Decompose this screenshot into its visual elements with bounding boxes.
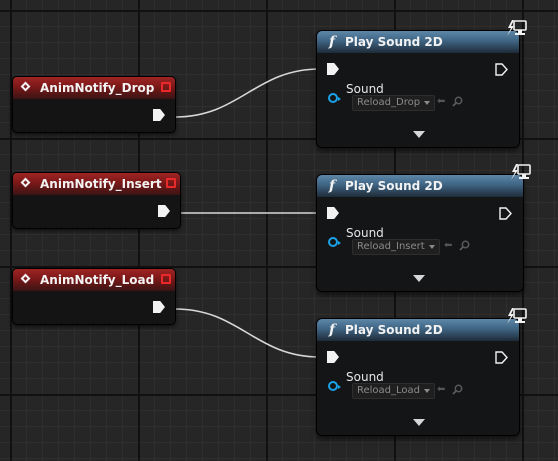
sound-asset-value: Reload_Drop [357,97,421,108]
delegate-pin-icon[interactable] [166,178,176,188]
use-selected-asset-icon[interactable]: ⬅ [444,240,453,251]
event-node-anim-notify-load[interactable]: AnimNotify_Load [12,268,176,325]
use-selected-asset-icon[interactable]: ⬅ [437,96,446,107]
browse-asset-icon[interactable] [452,96,463,107]
exec-output-pin[interactable] [495,63,508,76]
browse-asset-icon[interactable] [459,240,470,251]
advanced-display-toggle-icon[interactable] [413,419,425,426]
event-node-header[interactable]: AnimNotify_Insert [13,173,180,195]
exec-output-pin[interactable] [153,301,165,313]
exec-input-pin[interactable] [327,63,339,75]
sound-asset-value: Reload_Insert [357,241,425,252]
exec-input-pin[interactable] [327,351,339,363]
chevron-down-icon [424,389,431,393]
sound-asset-dropdown[interactable]: Reload_Insert [352,239,440,255]
exec-output-pin[interactable] [499,207,512,220]
sound-input-pin[interactable] [328,237,341,247]
function-node-title: Play Sound 2D [345,179,443,193]
event-node-body [13,291,175,324]
sound-pin-label: Sound [346,370,384,384]
sound-pin-label: Sound [346,226,384,240]
browse-asset-icon[interactable] [452,384,463,395]
function-node-title: Play Sound 2D [345,323,443,337]
advanced-display-toggle-icon[interactable] [413,275,425,282]
exec-input-pin[interactable] [327,207,339,219]
function-icon: f [329,34,336,50]
function-node-title: Play Sound 2D [345,35,443,49]
authority-only-icon [507,308,527,324]
event-node-header[interactable]: AnimNotify_Load [13,269,175,291]
chevron-down-icon [428,245,435,249]
event-diamond-icon [20,177,31,188]
function-node-play-sound-2d[interactable]: f Play Sound 2D Sound Reload_Load ⬅ [316,308,527,436]
exec-output-pin[interactable] [153,109,165,121]
function-node-play-sound-2d[interactable]: f Play Sound 2D Sound Reload_Drop ⬅ [316,20,527,148]
event-node-title: AnimNotify_Insert [40,177,162,191]
sound-input-pin[interactable] [328,93,341,103]
authority-only-icon [507,20,527,36]
sound-asset-dropdown[interactable]: Reload_Drop [352,95,436,111]
function-node-header[interactable]: f Play Sound 2D [317,31,519,53]
function-node-header[interactable]: f Play Sound 2D [317,319,519,341]
event-node-anim-notify-insert[interactable]: AnimNotify_Insert [12,172,181,229]
use-selected-asset-icon[interactable]: ⬅ [437,384,446,395]
exec-wire-load [174,308,321,358]
function-icon: f [329,322,336,338]
event-diamond-icon [20,273,31,284]
event-node-anim-notify-drop[interactable]: AnimNotify_Drop [12,76,176,133]
event-node-title: AnimNotify_Load [40,273,155,287]
function-node-header[interactable]: f Play Sound 2D [317,175,523,197]
delegate-pin-icon[interactable] [161,82,171,92]
exec-output-pin[interactable] [495,351,508,364]
exec-output-pin[interactable] [158,205,170,217]
function-node-play-sound-2d[interactable]: f Play Sound 2D Sound Reload_Insert ⬅ [316,164,531,292]
event-node-title: AnimNotify_Drop [40,81,155,95]
exec-wire-drop [174,68,321,118]
function-node-body: Sound Reload_Load ⬅ [317,341,519,435]
event-node-body [13,99,175,132]
sound-pin-label: Sound [346,82,384,96]
event-diamond-icon [20,81,31,92]
chevron-down-icon [424,101,431,105]
sound-asset-dropdown[interactable]: Reload_Load [352,383,436,399]
authority-only-icon [511,164,531,180]
delegate-pin-icon[interactable] [161,274,171,284]
function-node-body: Sound Reload_Drop ⬅ [317,53,519,147]
function-node-body: Sound Reload_Insert ⬅ [317,197,523,291]
event-node-body [13,195,180,228]
advanced-display-toggle-icon[interactable] [413,131,425,138]
sound-asset-value: Reload_Load [357,385,421,396]
event-node-header[interactable]: AnimNotify_Drop [13,77,175,99]
function-icon: f [329,178,336,194]
sound-input-pin[interactable] [328,381,341,391]
